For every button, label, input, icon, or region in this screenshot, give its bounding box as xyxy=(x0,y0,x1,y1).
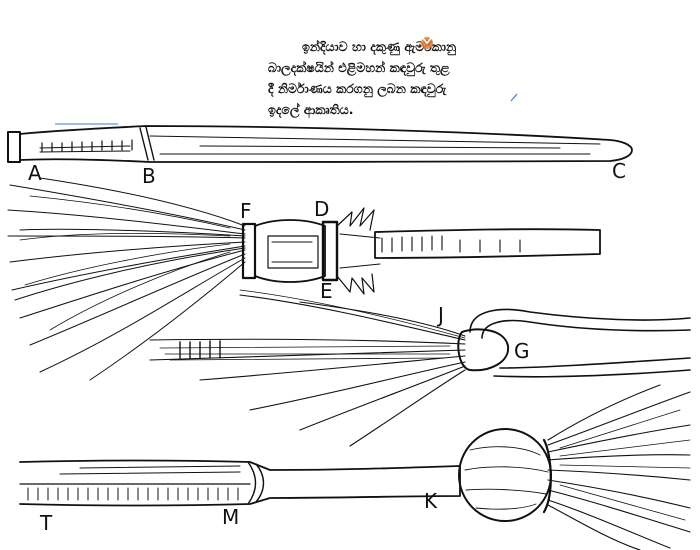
caption-line-4: ඉදලේ ආකෘතිය. xyxy=(268,102,354,117)
broom-handle-top xyxy=(7,125,633,163)
label-B: B xyxy=(142,164,156,188)
label-C: C xyxy=(612,159,626,183)
broom-bound-brush xyxy=(7,177,601,381)
label-A: A xyxy=(28,161,42,185)
label-K: K xyxy=(424,489,438,513)
label-M: M xyxy=(222,505,239,529)
caption-text: ඉන්දියාව හා දකුණු ඇමරිකානු බාලදක්ෂයින් එ… xyxy=(268,36,548,120)
caption-line-2: බාලදක්ෂයින් එළිමහන් කඳවුරු තුළ xyxy=(268,60,450,75)
caption-line-3: දී නිර්මාණය කරගනු ලබන කඳවුරු xyxy=(268,81,447,96)
label-F: F xyxy=(240,199,252,223)
label-E: E xyxy=(320,279,333,303)
caption-line-1: ඉන්දියාව හා දකුණු ඇමරිකානු xyxy=(302,39,457,54)
label-G: G xyxy=(514,339,530,363)
stamp-icon xyxy=(421,36,433,49)
label-J: J xyxy=(436,303,444,327)
accent-tick xyxy=(510,93,518,102)
broom-tied-bundle xyxy=(149,289,691,447)
label-T: T xyxy=(39,511,53,535)
broom-ball-head xyxy=(19,384,691,550)
label-D: D xyxy=(314,197,329,221)
